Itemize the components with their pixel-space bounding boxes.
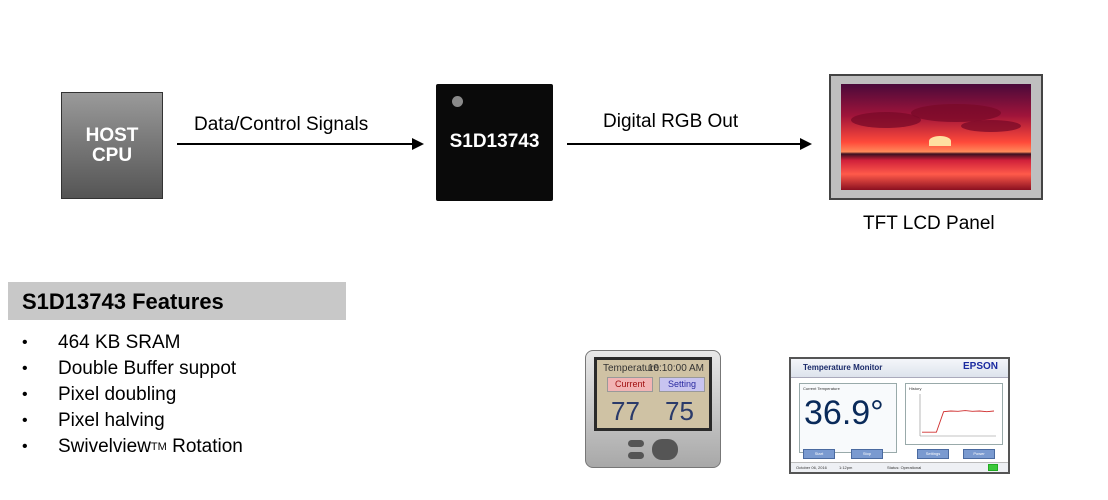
- s1d13743-chip: S1D13743: [436, 84, 553, 201]
- host-cpu-label: HOST CPU: [85, 124, 139, 166]
- tft-lcd-panel-image: [829, 74, 1043, 200]
- history-panel: History: [905, 383, 1003, 445]
- features-header: S1D13743 Features: [8, 282, 346, 320]
- power-button[interactable]: Power: [963, 449, 995, 459]
- arrow-host-to-chip: [177, 143, 413, 145]
- history-line: [922, 410, 995, 433]
- features-title: S1D13743 Features: [22, 289, 224, 314]
- settings-button[interactable]: Settings: [917, 449, 949, 459]
- temperature-monitor-screen-image: Temperature Monitor EPSON Current Temper…: [789, 357, 1010, 474]
- setting-temperature-value: 75: [665, 396, 694, 426]
- setting-tab: Setting: [659, 377, 705, 392]
- bullet-icon: •: [22, 360, 28, 377]
- bullet-icon: •: [22, 334, 28, 351]
- features-list: •464 KB SRAM •Double Buffer suppot •Pixe…: [22, 330, 243, 460]
- start-button[interactable]: Start: [803, 449, 835, 459]
- arrowhead-right-icon: [800, 138, 812, 150]
- bullet-icon: •: [22, 438, 28, 455]
- device-slot-icon: [628, 452, 644, 459]
- feature-item: •464 KB SRAM: [22, 332, 181, 353]
- thermostat-device-image: Temperature 10:10:00 AM Current Setting …: [585, 350, 721, 468]
- host-cpu-block: HOST CPU: [61, 92, 163, 199]
- current-temperature-value: 77: [611, 396, 640, 426]
- history-label: History: [909, 386, 922, 391]
- monitor-status: Status: Operational: [887, 465, 922, 470]
- arrowhead-right-icon: [412, 138, 424, 150]
- battery-icon: [988, 464, 998, 471]
- thermostat-title: Temperature: [603, 363, 660, 374]
- feature-item: •Pixel halving: [22, 410, 165, 431]
- monitor-status-bar: October 06, 2016 1:12pm Status: Operatio…: [791, 462, 1008, 472]
- thermostat-screen: Temperature 10:10:00 AM Current Setting …: [594, 357, 712, 431]
- stop-button[interactable]: Stop: [851, 449, 883, 459]
- monitor-time: 1:12pm: [839, 465, 853, 470]
- current-temperature-panel: Current Temperature 36.9°: [799, 383, 897, 453]
- data-control-signals-label: Data/Control Signals: [194, 114, 369, 135]
- arrow-chip-to-panel: [567, 143, 801, 145]
- feature-item: •Pixel doubling: [22, 384, 177, 405]
- pin1-marker-icon: [452, 96, 463, 107]
- feature-item: •Double Buffer suppot: [22, 358, 237, 379]
- monitor-title: Temperature Monitor: [803, 363, 883, 372]
- thermostat-time: 10:10:00 AM: [647, 363, 704, 374]
- digital-rgb-out-label: Digital RGB Out: [603, 111, 739, 132]
- device-slot-icon: [628, 440, 644, 447]
- epson-logo: EPSON: [962, 361, 998, 372]
- device-dial-icon: [652, 439, 678, 460]
- temperature-readout: 36.9°: [804, 394, 884, 432]
- monitor-title-bar: Temperature Monitor EPSON: [791, 359, 1008, 378]
- tft-lcd-panel-label: TFT LCD Panel: [863, 213, 995, 234]
- sun-icon: [929, 136, 951, 146]
- current-temperature-label: Current Temperature: [803, 386, 840, 391]
- current-tab: Current: [607, 377, 653, 392]
- history-chart: [919, 394, 996, 437]
- bullet-icon: •: [22, 412, 28, 429]
- bullet-icon: •: [22, 386, 28, 403]
- monitor-date: October 06, 2016: [796, 465, 827, 470]
- chip-label: S1D13743: [449, 131, 540, 152]
- sunset-picture: [841, 84, 1031, 190]
